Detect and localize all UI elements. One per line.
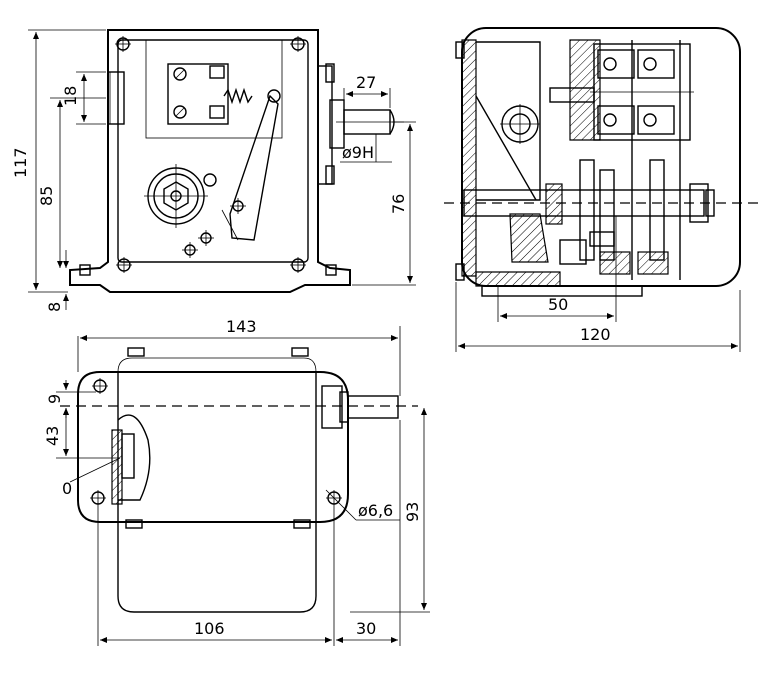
- dim-zero: 0: [62, 479, 72, 498]
- terminal-plate: [167, 63, 229, 125]
- front-mounting-holes: [115, 36, 306, 273]
- front-left-slot: [107, 71, 125, 125]
- dim-50: 50: [548, 295, 568, 314]
- side-housing-outline: [461, 27, 741, 287]
- side-contacts: [590, 40, 694, 280]
- dim-120: 120: [580, 325, 611, 344]
- side-bottom-wall: [475, 271, 561, 287]
- side-base-plate: [481, 285, 643, 297]
- side-left-wall: [461, 39, 477, 277]
- dim-106: 106: [194, 619, 225, 638]
- top-view: 0 ø6,6 143 9 43 93 106 30: [43, 317, 430, 646]
- contact-block: [145, 39, 283, 139]
- top-cover: [117, 372, 317, 613]
- top-cutaway: [117, 414, 151, 501]
- dim-93: 93: [403, 502, 422, 522]
- front-view: 117 85 18 8 27 ø9H 76: [11, 29, 416, 312]
- cam-wheel: [144, 164, 217, 228]
- dim-117: 117: [11, 147, 30, 178]
- dim-30: 30: [356, 619, 376, 638]
- dim-76: 76: [389, 194, 408, 214]
- contact-spring: [223, 87, 253, 105]
- dim-143: 143: [226, 317, 257, 336]
- dim-43: 43: [43, 426, 62, 446]
- top-holes: [90, 378, 342, 506]
- front-flange: [317, 65, 333, 185]
- cam-lever: [229, 94, 279, 241]
- dim-27: 27: [356, 73, 376, 92]
- dim-18: 18: [61, 86, 80, 106]
- front-inner-frame: [117, 39, 309, 263]
- top-shaft: [347, 395, 399, 419]
- dim-shaft-dia: ø9H: [342, 143, 374, 162]
- dim-9: 9: [45, 394, 64, 404]
- dim-8: 8: [45, 302, 64, 312]
- small-pins: [182, 198, 246, 258]
- side-view: 50 120: [444, 27, 760, 352]
- top-outline: [77, 371, 349, 523]
- top-cover-inner: [117, 357, 317, 373]
- dim-hole-dia: ø6,6: [358, 501, 393, 520]
- side-gears: [545, 159, 669, 275]
- dim-85: 85: [37, 186, 56, 206]
